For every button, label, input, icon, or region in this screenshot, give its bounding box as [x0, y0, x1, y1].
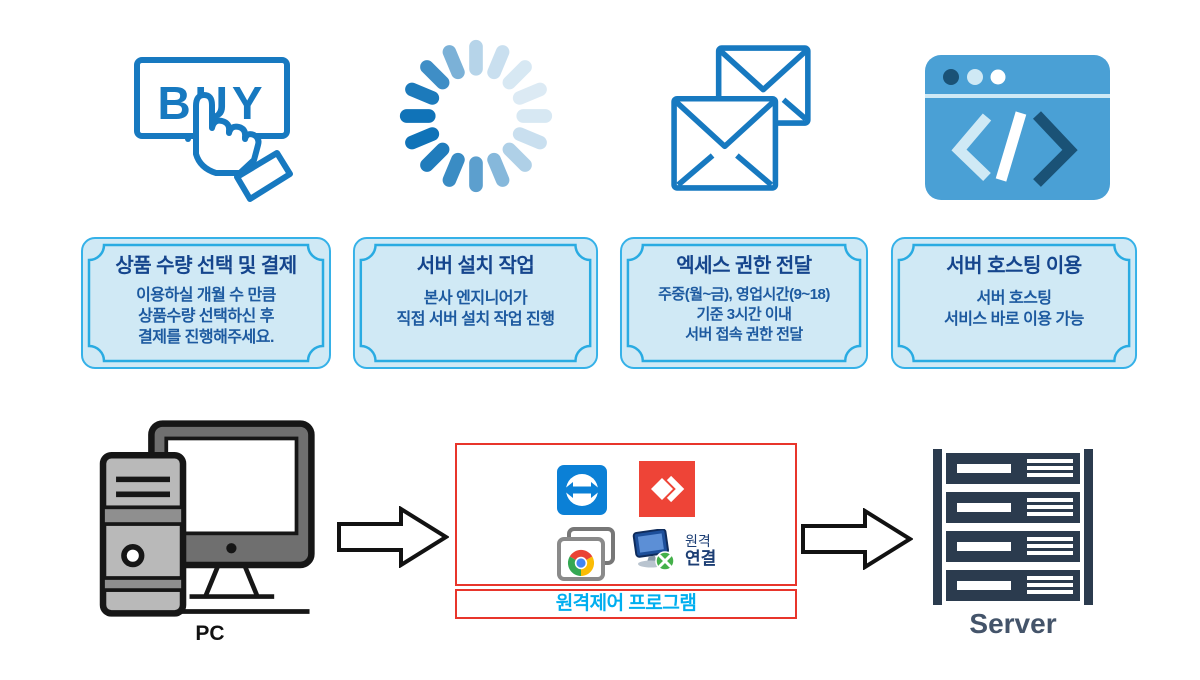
step-line: 본사 엔지니어가 [423, 290, 528, 307]
step-line: 기준 3시간 이내 [696, 305, 792, 323]
loading-spinner-icon [399, 39, 553, 193]
step-card-2: 서버 설치 작업 본사 엔지니어가 직접 서버 설치 작업 진행 [352, 236, 599, 370]
click-spark-dot [185, 136, 191, 142]
step-line: 서비스 바로 이용 가능 [944, 311, 1084, 329]
plaque-frame [890, 237, 1138, 369]
step-title: 서버 설치 작업 [416, 255, 535, 277]
step-line: 직접 서버 설치 작업 진행 [396, 311, 555, 329]
window-dot-icon [990, 69, 1006, 85]
step-title: 서버 호스팅 이용 [946, 255, 1082, 277]
pointer-hand-icon [193, 92, 293, 202]
server-label: Server [969, 608, 1057, 639]
code-browser-icon [925, 55, 1110, 200]
step-line: 서버 호스팅 [976, 290, 1052, 307]
flow-arrow-icon [801, 508, 913, 570]
server-rack-icon [933, 449, 1093, 605]
plaque-frame [352, 237, 599, 369]
code-brackets-glyph [951, 111, 1078, 187]
flow-arrow-icon [337, 506, 449, 568]
rdp-label-line1: 원격 [685, 533, 711, 550]
step-line: 주중(월~금), 영업시간(9~18) [658, 286, 830, 303]
step-card-1: 상품 수량 선택 및 결제 이용하실 개월 수 만큼 상품수량 선택하신 후 결… [80, 236, 332, 370]
buy-button-icon: BUY [134, 57, 293, 202]
chrome-remote-desktop-icon [557, 527, 615, 581]
window-dot-icon [943, 69, 959, 85]
step-line: 이용하실 개월 수 만큼 [136, 287, 276, 304]
step-line: 서버 접속 권한 전달 [685, 325, 803, 343]
step-title: 상품 수량 선택 및 결제 [115, 255, 297, 277]
step-card-3: 엑세스 권한 전달 주중(월~금), 영업시간(9~18) 기준 3시간 이내 … [619, 236, 869, 370]
remote-programs-box: 원격 연결 [455, 443, 797, 586]
plaque-frame [81, 237, 331, 369]
windows-remote-desktop-group: 원격 연결 [629, 529, 716, 573]
windows-remote-desktop-icon [632, 529, 675, 571]
rdp-label-line2: 연결 [685, 549, 717, 569]
pc-label: PC [195, 622, 225, 645]
anydesk-icon [639, 461, 695, 517]
step-line: 결제를 진행해주세요. [138, 329, 274, 347]
pc-icon [99, 420, 315, 617]
plaque-frame [619, 237, 869, 369]
step-title: 엑세스 권한 전달 [676, 255, 812, 277]
window-dot-icon [967, 69, 983, 85]
mail-envelopes-icon [671, 45, 811, 191]
step-line: 상품수량 선택하신 후 [138, 308, 274, 326]
step-card-4: 서버 호스팅 이용 서버 호스팅 서비스 바로 이용 가능 [890, 236, 1138, 370]
remote-programs-caption: 원격제어 프로그램 [455, 589, 797, 619]
teamviewer-icon [557, 465, 607, 515]
